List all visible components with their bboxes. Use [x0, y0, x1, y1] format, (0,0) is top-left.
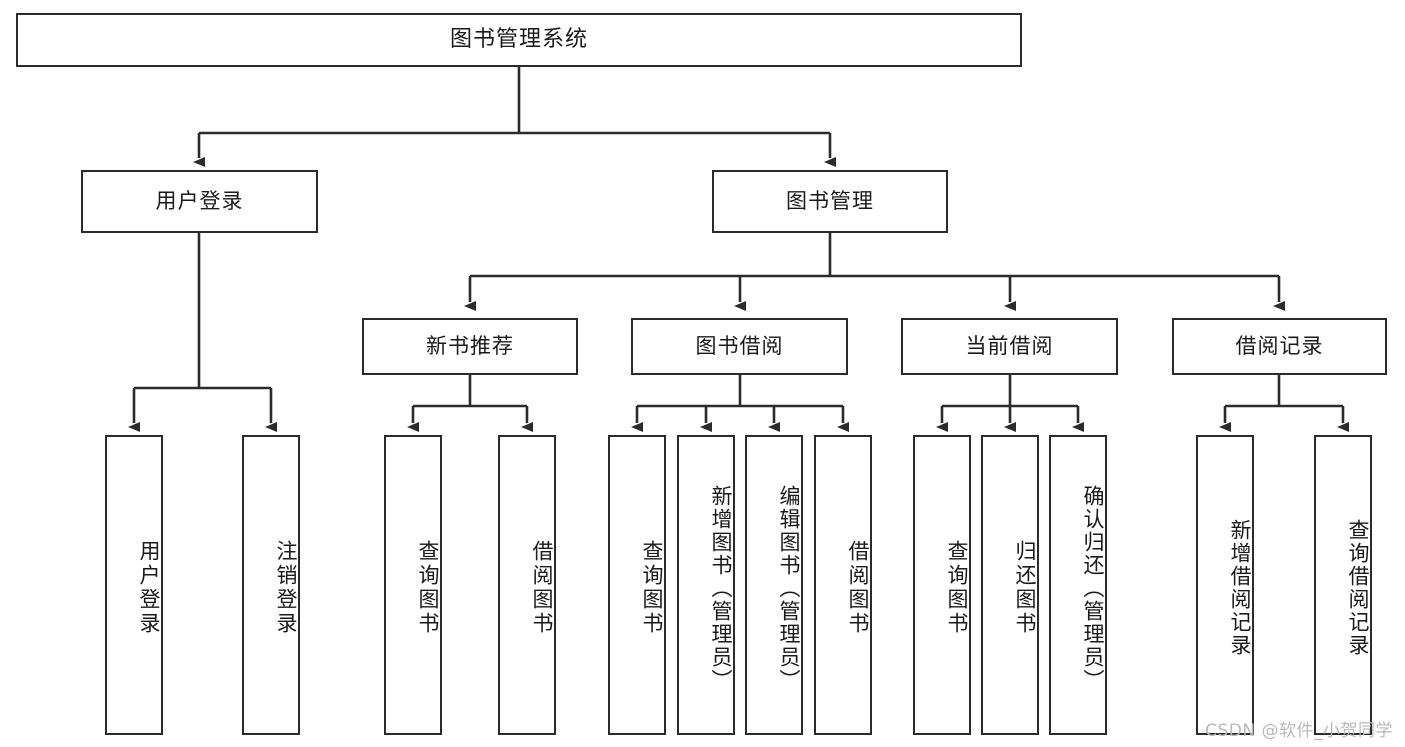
leaf-edit-book[interactable]: 编辑图书（管理员）: [745, 435, 803, 735]
leaf-borrow-book-2[interactable]: 借阅图书: [814, 435, 872, 735]
leaf-borrow-book-1[interactable]: 借阅图书: [498, 435, 556, 735]
leaf-add-record[interactable]: 新增借阅记录: [1196, 435, 1254, 735]
csdn-watermark: CSDN @软件_小贺同学: [1205, 721, 1393, 741]
node-borrow-record[interactable]: 借阅记录: [1172, 318, 1387, 375]
leaf-query-book-3[interactable]: 查询图书: [913, 435, 971, 735]
node-book-manage[interactable]: 图书管理: [712, 170, 948, 233]
node-current-borrow[interactable]: 当前借阅: [901, 318, 1118, 375]
leaf-query-record[interactable]: 查询借阅记录: [1314, 435, 1372, 735]
leaf-return-book[interactable]: 归还图书: [981, 435, 1039, 735]
leaf-user-login[interactable]: 用户登录: [105, 435, 163, 735]
leaf-add-book[interactable]: 新增图书（管理员）: [677, 435, 735, 735]
leaf-query-book-1[interactable]: 查询图书: [384, 435, 442, 735]
node-new-book-recommend[interactable]: 新书推荐: [362, 318, 578, 375]
node-root[interactable]: 图书管理系统: [16, 13, 1022, 67]
leaf-query-book-2[interactable]: 查询图书: [608, 435, 666, 735]
leaf-confirm-return[interactable]: 确认归还（管理员）: [1049, 435, 1107, 735]
node-user-login[interactable]: 用户登录: [81, 170, 318, 233]
node-book-borrow[interactable]: 图书借阅: [631, 318, 848, 375]
leaf-logout-login[interactable]: 注销登录: [242, 435, 300, 735]
